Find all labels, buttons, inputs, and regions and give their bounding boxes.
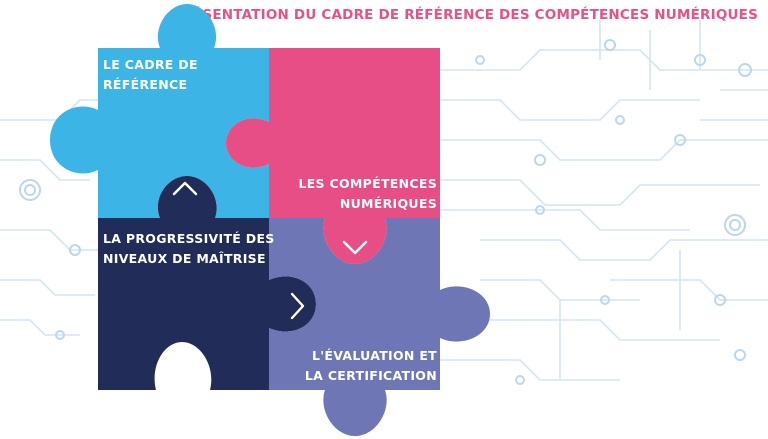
piece-evaluation-certification[interactable] (269, 218, 490, 436)
piece-competences-numeriques[interactable] (226, 48, 440, 264)
label-competences-line-2: NUMÉRIQUES (339, 196, 437, 211)
piece-progressivite[interactable] (98, 176, 316, 390)
label-progressivite: LA PROGRESSIVITÉ DES NIVEAUX DE MAÎTRISE (103, 229, 275, 269)
piece-cadre-de-reference[interactable] (50, 4, 269, 218)
label-cadre: LE CADRE DE RÉFÉRENCE (103, 55, 198, 95)
label-evaluation: L'ÉVALUATION ET LA CERTIFICATION (305, 346, 437, 386)
page-title: PRÉSENTATION DU CADRE DE RÉFÉRENCE DES C… (172, 7, 758, 23)
label-competences-line-1: LES COMPÉTENCES (298, 176, 437, 191)
piece-evaluation-shape (269, 218, 490, 436)
label-progressivite-line-1: LA PROGRESSIVITÉ DES (103, 231, 275, 246)
label-evaluation-line-2: LA CERTIFICATION (304, 368, 437, 383)
piece-progressivite-shape (98, 176, 316, 390)
label-evaluation-line-1: L'ÉVALUATION ET (311, 348, 437, 363)
label-cadre-line-1: LE CADRE DE (103, 57, 198, 72)
chevron-down-icon (342, 240, 368, 255)
chevron-up-icon (172, 181, 198, 196)
piece-cadre-shape (50, 4, 269, 218)
label-cadre-line-2: RÉFÉRENCE (103, 77, 188, 92)
chevron-right-icon (290, 292, 305, 320)
label-progressivite-line-2: NIVEAUX DE MAÎTRISE (103, 251, 266, 266)
label-competences: LES COMPÉTENCES NUMÉRIQUES (298, 174, 437, 214)
piece-competences-shape (226, 48, 440, 264)
